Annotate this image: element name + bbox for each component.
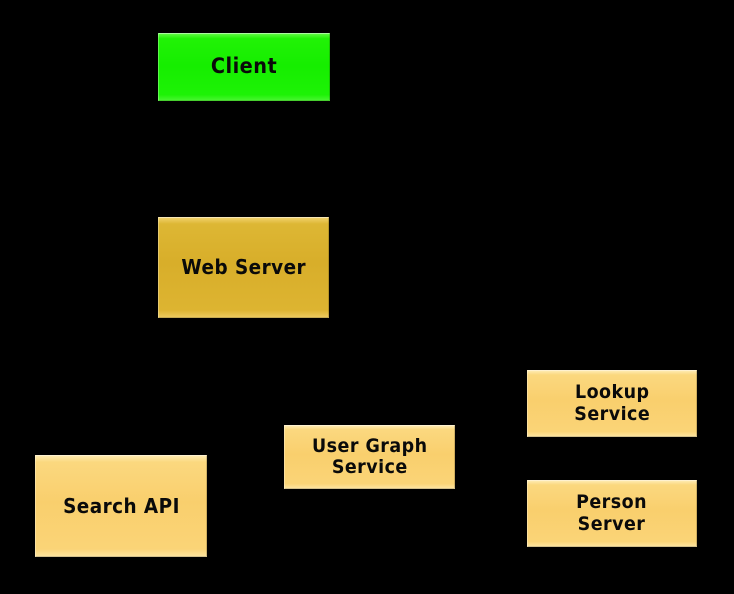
node-search-api[interactable]: Search API: [35, 455, 207, 557]
node-user-graph-service-label: User Graph Service: [311, 434, 428, 478]
node-lookup-service-label: Lookup Service: [574, 381, 650, 425]
node-web-server-label: Web Server: [181, 255, 306, 280]
node-search-api-label: Search API: [62, 493, 180, 518]
node-person-server[interactable]: Person Server: [527, 480, 697, 547]
node-client[interactable]: Client: [158, 33, 330, 101]
node-web-server[interactable]: Web Server: [158, 217, 329, 318]
node-lookup-service[interactable]: Lookup Service: [527, 370, 697, 437]
node-person-server-label: Person Server: [576, 491, 648, 535]
node-user-graph-service[interactable]: User Graph Service: [284, 425, 455, 489]
node-client-label: Client: [210, 54, 278, 79]
